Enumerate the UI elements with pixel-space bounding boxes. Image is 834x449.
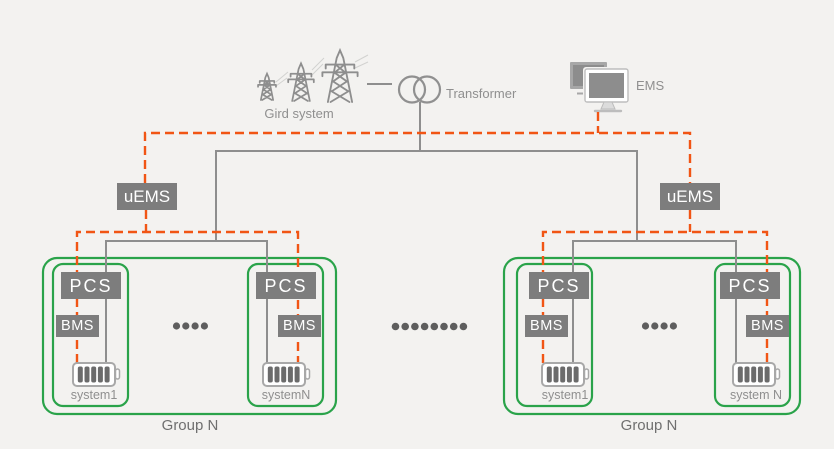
system-label: systemN xyxy=(261,388,311,402)
pcs-box: PCS xyxy=(720,272,780,299)
pcs-box: PCS xyxy=(61,272,121,299)
group-label: Group N xyxy=(161,417,219,434)
system-label: system1 xyxy=(70,388,118,402)
battery-icon xyxy=(732,362,781,387)
uems-box-right: uEMS xyxy=(660,183,720,210)
battery-icon xyxy=(262,362,311,387)
ems-label: EMS xyxy=(636,78,665,93)
system-label: system N xyxy=(729,388,783,402)
pcs-box: PCS xyxy=(256,272,316,299)
uems-box-left: uEMS xyxy=(117,183,177,210)
battery-icon xyxy=(72,362,121,387)
ems-monitors-icon xyxy=(570,62,630,113)
bms-box: BMS xyxy=(525,315,568,337)
transformer-label: Transformer xyxy=(446,86,517,101)
group-label: Group N xyxy=(620,417,678,434)
group-right-enclosure xyxy=(502,256,802,416)
transformer-icon xyxy=(397,75,442,104)
bms-box: BMS xyxy=(56,315,99,337)
group-left-enclosure xyxy=(41,256,338,416)
power-lines xyxy=(105,102,737,364)
system-label: system1 xyxy=(541,388,589,402)
battery-icon xyxy=(541,362,590,387)
ellipsis-dots-between-groups xyxy=(391,322,468,331)
bms-box: BMS xyxy=(746,315,789,337)
ellipsis-dots-right-group xyxy=(641,322,678,330)
grid-system-label: Gird system xyxy=(264,106,334,121)
ellipsis-dots-left-group xyxy=(172,322,208,330)
bms-box: BMS xyxy=(278,315,321,337)
grid-towers-icon xyxy=(257,49,369,103)
pcs-box: PCS xyxy=(529,272,589,299)
